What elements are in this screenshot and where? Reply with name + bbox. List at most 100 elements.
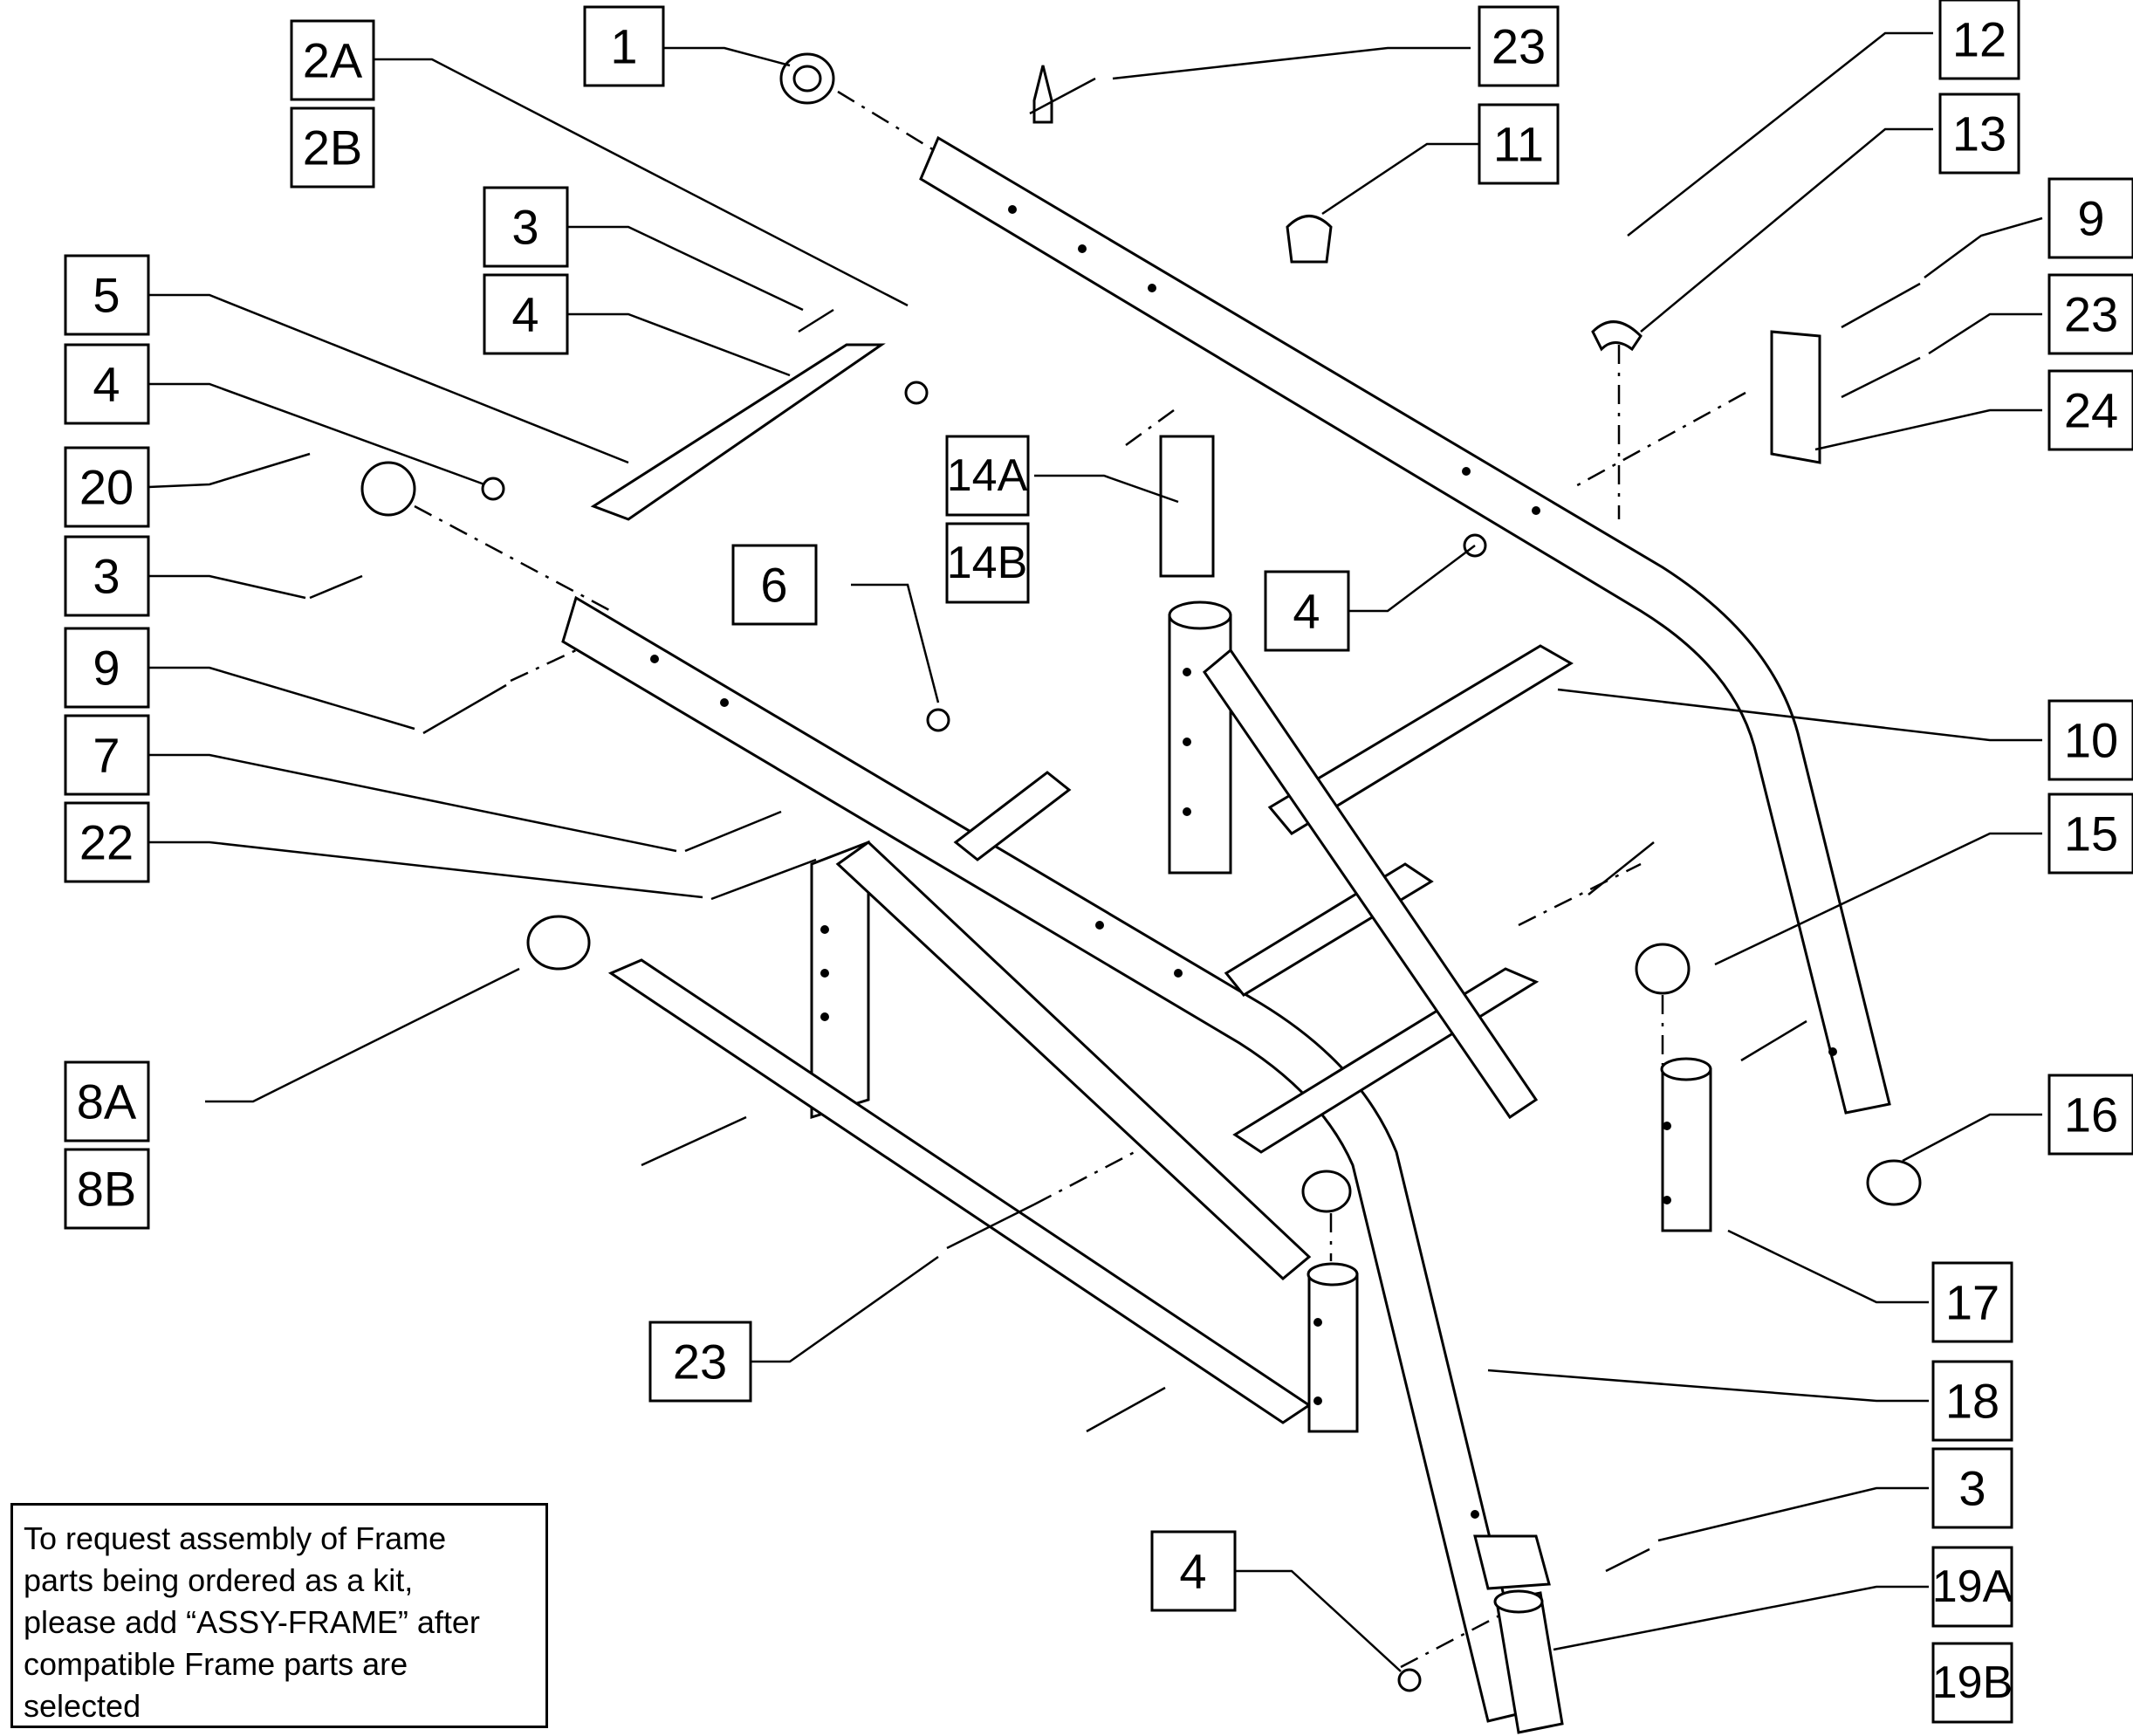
assembly-note-box: To request assembly of Frame parts being… [10, 1503, 548, 1728]
rear-upright [1168, 614, 1232, 875]
rear-upright-top [1168, 600, 1232, 630]
bolt-22 [710, 858, 817, 901]
svg-text:5: 5 [93, 268, 120, 323]
back-post-14 [1159, 435, 1215, 578]
svg-text:4: 4 [1179, 1544, 1206, 1599]
svg-text:13: 13 [1952, 106, 2006, 161]
glide-16 [1866, 1159, 1922, 1206]
bolt-23-lower [946, 1203, 1035, 1250]
clamp-13 [1591, 320, 1643, 352]
upper-side-rail [919, 135, 1891, 1115]
frame-geometry [561, 135, 1891, 1734]
callout-8b: 8B [64, 1148, 150, 1230]
screw-3-lower [1605, 1547, 1650, 1573]
rear-upright-brace [1202, 648, 1539, 1120]
cap-front [1301, 1170, 1352, 1213]
bolt-mid-right [1588, 841, 1655, 895]
svg-text:18: 18 [1945, 1374, 1999, 1429]
svg-text:10: 10 [2064, 713, 2118, 768]
svg-text:6: 6 [760, 558, 787, 613]
svg-text:4: 4 [1293, 584, 1320, 639]
callout-1: 1 [583, 5, 665, 87]
callout-4-lower: 4 [1150, 1530, 1237, 1612]
callout-23-top: 23 [1478, 5, 1560, 87]
callout-10: 10 [2047, 699, 2133, 781]
cross-tube-rear [953, 771, 1072, 861]
callout-20: 20 [64, 446, 150, 528]
nut-4-bottom [1397, 1668, 1422, 1692]
callout-12: 12 [1938, 0, 2020, 80]
svg-text:22: 22 [79, 815, 134, 870]
svg-text:2A: 2A [303, 33, 363, 88]
callout-24: 24 [2047, 369, 2133, 451]
callout-boxes: 1 2A 2B 23 12 11 13 3 4 5 9 23 4 24 20 1… [64, 0, 2133, 1724]
svg-text:19A: 19A [1932, 1561, 2013, 1612]
callout-23-lower: 23 [648, 1321, 752, 1403]
callout-8a: 8A [64, 1060, 150, 1142]
callout-22: 22 [64, 801, 150, 883]
callout-3-left: 3 [64, 535, 150, 617]
bracket-24 [1770, 330, 1821, 464]
callout-7: 7 [64, 714, 150, 796]
svg-text:3: 3 [93, 549, 120, 604]
bolt-23-right [1841, 356, 1921, 399]
svg-text:23: 23 [673, 1335, 727, 1389]
svg-text:8A: 8A [77, 1074, 137, 1129]
cross-tube-5 [590, 343, 886, 521]
callout-15: 15 [2047, 793, 2133, 875]
svg-text:19B: 19B [1932, 1657, 2013, 1708]
bolt-7 [684, 810, 782, 853]
spacer-20 [360, 461, 416, 517]
front-upright-brace [835, 841, 1312, 1280]
callout-9-left: 9 [64, 627, 150, 709]
callout-14a: 14A [945, 435, 1030, 517]
svg-text:9: 9 [2077, 191, 2104, 246]
callout-19a: 19A [1931, 1546, 2013, 1628]
callout-5: 5 [64, 254, 150, 336]
leg-tube-18 [1473, 1534, 1551, 1590]
svg-text:2B: 2B [303, 120, 363, 175]
svg-text:3: 3 [511, 200, 538, 255]
leader-lines [147, 31, 2043, 1672]
bolt-9-left [422, 683, 507, 735]
nut-4-upper [904, 381, 929, 405]
callout-18: 18 [1931, 1360, 2013, 1442]
svg-text:12: 12 [1952, 12, 2006, 67]
screw-3-upper [798, 308, 834, 333]
caster-socket-front [1307, 1273, 1359, 1433]
callout-23-right: 23 [2047, 273, 2133, 355]
callout-2a: 2A [290, 19, 375, 101]
callout-4-upper: 4 [483, 273, 569, 355]
lower-side-rail [561, 595, 1533, 1723]
assembly-note-text: To request assembly of Frame parts being… [24, 1520, 480, 1724]
svg-text:23: 23 [1492, 19, 1546, 74]
svg-text:24: 24 [2064, 383, 2118, 438]
nut-6 [926, 708, 950, 732]
bolt-lower-front [1086, 1386, 1166, 1433]
svg-text:14B: 14B [947, 538, 1028, 588]
end-cap-1-inner [792, 65, 822, 93]
bolt-23-top [1029, 77, 1096, 115]
caster-socket-17-top [1660, 1057, 1712, 1081]
callout-9-right: 9 [2047, 177, 2133, 259]
svg-text:14A: 14A [947, 450, 1028, 501]
callout-3-upper: 3 [483, 186, 569, 268]
callout-6: 6 [731, 544, 818, 626]
svg-text:16: 16 [2064, 1088, 2118, 1142]
callout-4-mid: 4 [1264, 570, 1350, 652]
svg-text:9: 9 [93, 641, 120, 696]
svg-text:15: 15 [2064, 806, 2118, 861]
callout-4-left: 4 [64, 343, 150, 425]
svg-text:4: 4 [93, 357, 120, 412]
leg-extension-19-top [1493, 1589, 1544, 1614]
bushing-8 [526, 915, 591, 971]
callout-2b: 2B [290, 106, 375, 189]
callout-3-lower: 3 [1931, 1447, 2013, 1529]
svg-text:7: 7 [93, 728, 120, 783]
callout-13: 13 [1938, 93, 2020, 175]
svg-text:3: 3 [1958, 1461, 1986, 1516]
callout-17: 17 [1931, 1261, 2013, 1343]
screw-3-left [309, 574, 363, 600]
caster-socket-17 [1661, 1067, 1712, 1232]
